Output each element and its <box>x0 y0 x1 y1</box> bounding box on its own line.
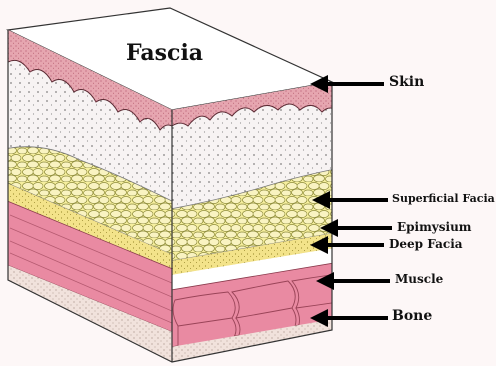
label-skin: Skin <box>389 75 424 89</box>
right-face-layers <box>165 70 340 366</box>
label-epimysium: Epimysium <box>397 221 472 233</box>
label-superficial-fascia: Superficial Facia <box>392 193 495 204</box>
label-bone: Bone <box>392 309 432 323</box>
diagram-title: Fascia <box>126 42 203 64</box>
label-muscle: Muscle <box>395 273 443 285</box>
label-deep-fascia: Deep Facia <box>389 238 463 250</box>
